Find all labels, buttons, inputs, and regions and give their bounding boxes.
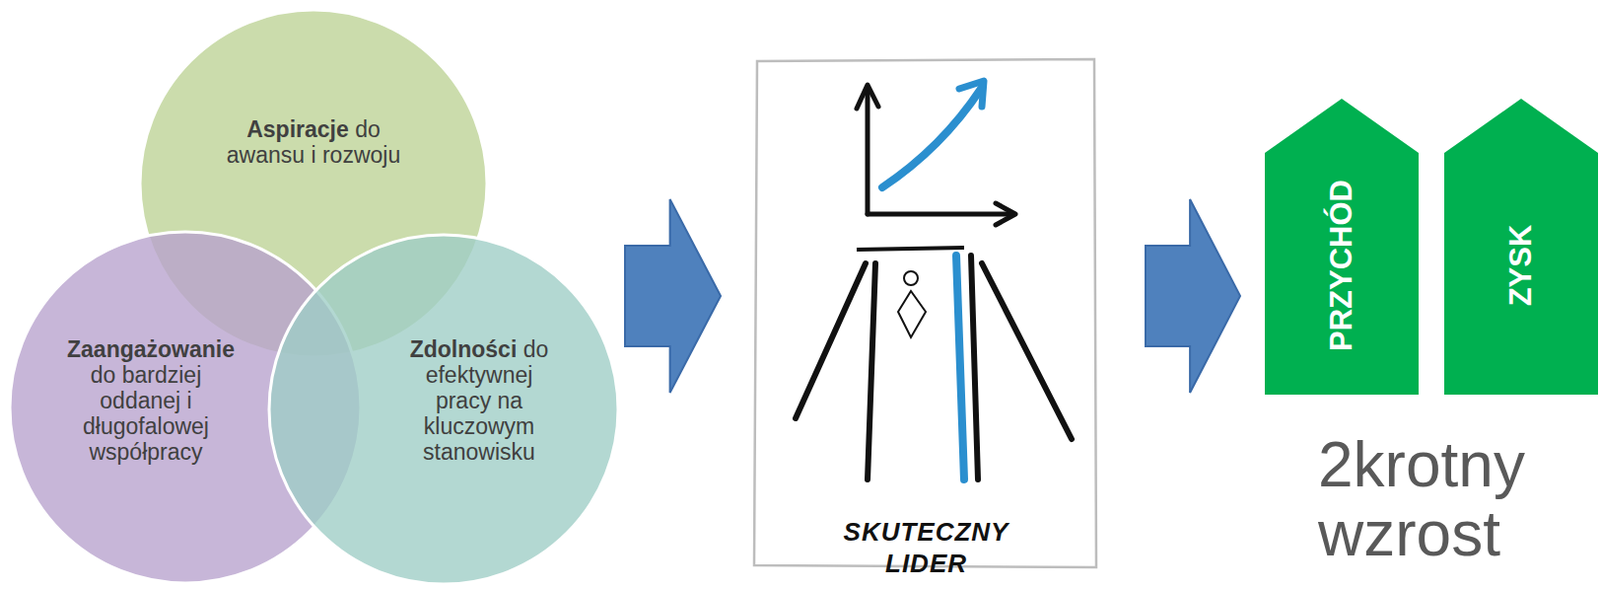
venn-circle: Zdolności do efektywnej pracy na kluczow… [267, 232, 621, 586]
text-block: Zdolności do efektywnej pracy na kluczow… [405, 336, 554, 465]
y-axis-head [856, 84, 879, 109]
result-arrow: ZYSK [1444, 98, 1599, 395]
text-block: SKUTECZNY LIDER [839, 515, 1013, 579]
circle-heading: Zaangażowanie [67, 336, 225, 362]
growth-arrow [882, 88, 981, 188]
x-axis [867, 211, 1014, 217]
tie-knot [904, 271, 918, 285]
circle-body: do bardziej oddanej i długofalowej współ… [67, 361, 225, 465]
coat-line [981, 263, 1072, 439]
arrow-label: ZYSK [1503, 224, 1539, 307]
shoulder-line [856, 247, 965, 250]
text-block: Aspiracje do awansu i rozwoju [221, 116, 406, 168]
circle-heading: Zdolności [410, 336, 518, 362]
leader-frame: SKUTECZNY LIDER [755, 59, 1098, 587]
block-arrow [1145, 199, 1241, 393]
sketch-frame [754, 59, 1097, 567]
x-axis-head [995, 203, 1016, 225]
tag-fill [1264, 98, 1419, 395]
growth-arrow-head [959, 80, 984, 107]
tag-fill [1444, 98, 1599, 395]
y-axis [865, 88, 871, 214]
coat-line [971, 255, 978, 480]
result-arrow: PRZYCHÓD [1264, 98, 1419, 395]
arrow-label: PRZYCHÓD [1323, 179, 1360, 351]
leader-caption: SKUTECZNY LIDER [839, 515, 1013, 579]
circle-fill [269, 234, 619, 584]
text-block: Zaangażowaniedo bardziej oddanej i długo… [67, 336, 225, 465]
circle-heading: Aspiracje [246, 116, 349, 142]
tie [898, 290, 926, 338]
result-label: 2krotny wzrost [1318, 429, 1555, 568]
coat-line [867, 263, 876, 480]
block-arrow [625, 199, 721, 393]
coat-line [795, 263, 866, 418]
coat-line-blue [956, 255, 965, 480]
